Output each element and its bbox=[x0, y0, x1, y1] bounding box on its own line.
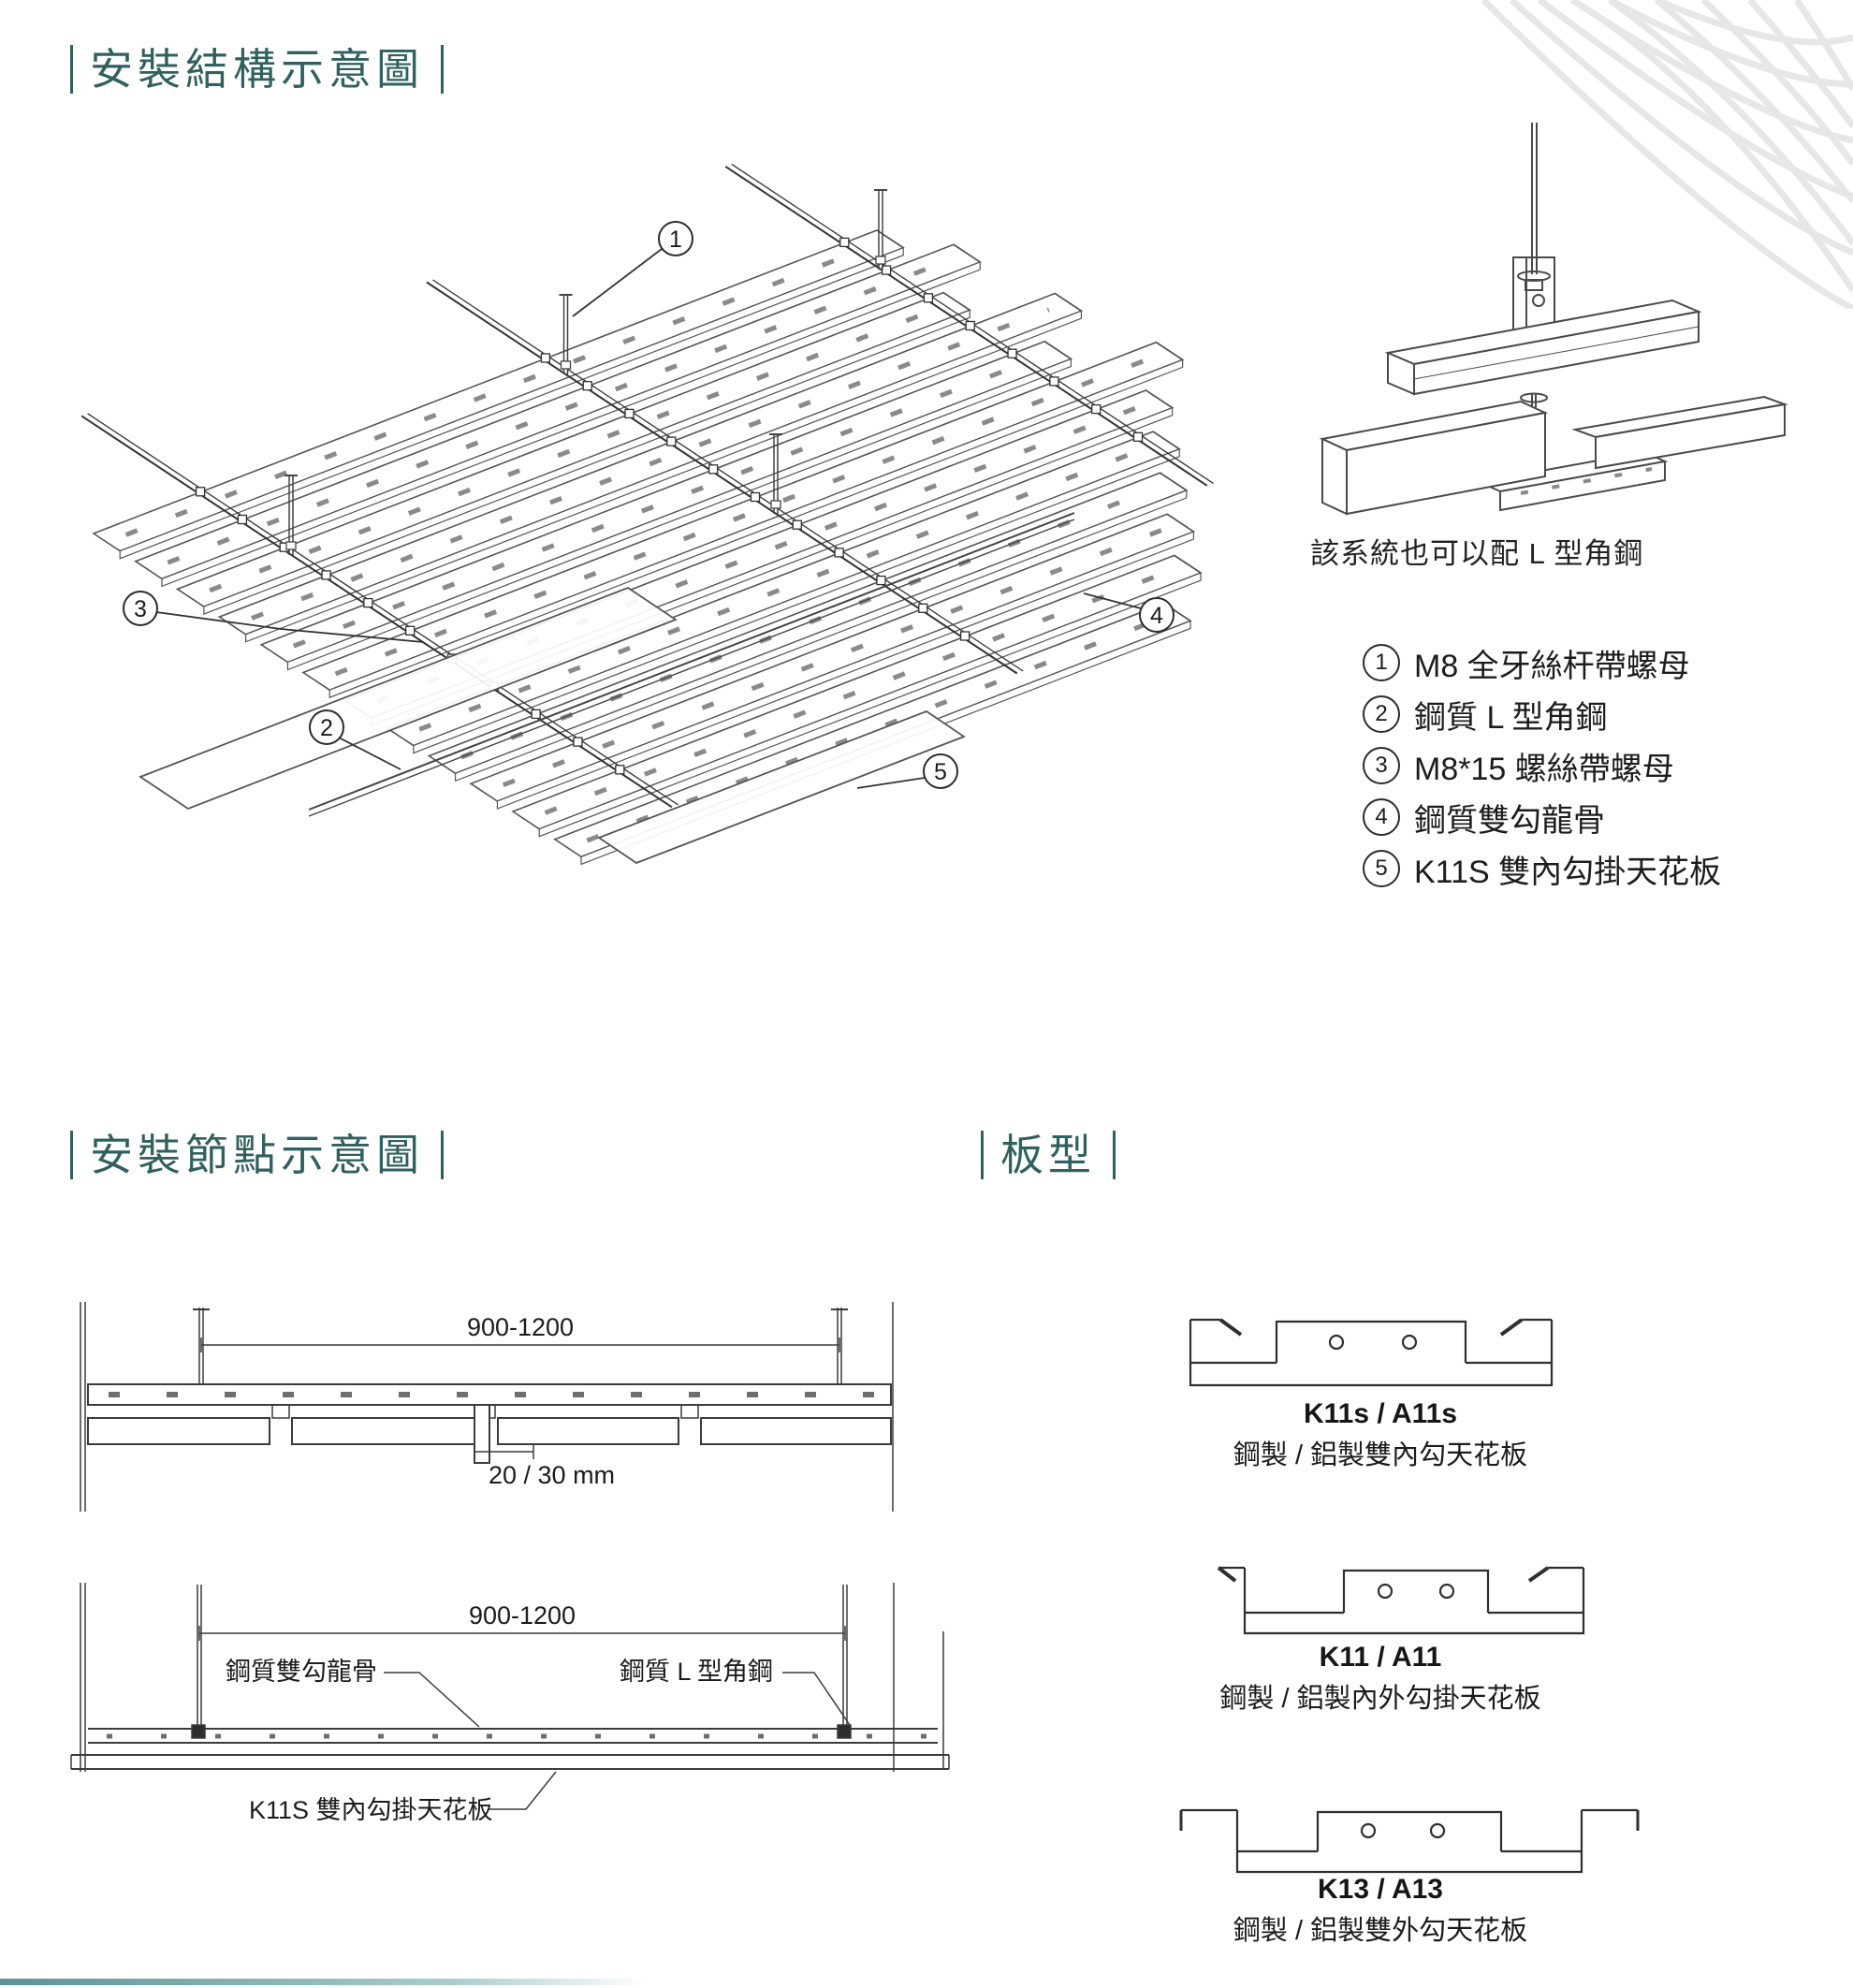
node-title-text: 安裝節點示意圖 bbox=[90, 1131, 424, 1179]
panel-profiles-drawing bbox=[1179, 1318, 1640, 1874]
node2-angle-label: 鋼質 L 型角鋼 bbox=[620, 1658, 773, 1686]
footer-accent-strip bbox=[0, 1979, 646, 1985]
profile-k11s bbox=[1189, 1318, 1554, 1387]
legend-num-3-icon: 3 bbox=[1363, 747, 1400, 784]
callout-1-num: 1 bbox=[669, 227, 682, 253]
node-section-title: 安裝節點示意圖 bbox=[70, 1131, 444, 1179]
profile-3-code: K13 / A13 bbox=[1318, 1874, 1443, 1905]
legend-label-4: 鋼質雙勾龍骨 bbox=[1414, 802, 1605, 839]
legend-num-1-icon: 1 bbox=[1363, 644, 1400, 681]
legend-num-2-icon: 2 bbox=[1363, 695, 1400, 733]
node2-span-dim: 900-1200 bbox=[469, 1601, 576, 1630]
legend-num-5-icon: 5 bbox=[1363, 850, 1400, 887]
callout-3-num: 3 bbox=[134, 596, 147, 622]
parts-legend: 1 M8 全牙絲杆帶螺母 2 鋼質 L 型角鋼 3 M8*15 螺絲帶螺母 4 … bbox=[1363, 644, 1721, 901]
title-bar-left bbox=[70, 45, 73, 94]
title-bar-right bbox=[441, 1131, 444, 1179]
node2-keel-label: 鋼質雙勾龍骨 bbox=[226, 1658, 377, 1686]
legend-item-5: 5 K11S 雙內勾掛天花板 bbox=[1363, 850, 1721, 890]
callout-4-marker: 4 bbox=[1083, 592, 1175, 633]
callout-5-num: 5 bbox=[934, 759, 947, 785]
callout-4-num: 4 bbox=[1150, 603, 1163, 629]
profile-1-code: K11s / A11s bbox=[1303, 1398, 1458, 1429]
legend-item-3: 3 M8*15 螺絲帶螺母 bbox=[1363, 747, 1721, 787]
callout-5-marker: 5 bbox=[856, 753, 958, 789]
profile-1-desc: 鋼製 / 鋁製雙內勾天花板 bbox=[1233, 1440, 1528, 1470]
node2-panel-label: K11S 雙內勾掛天花板 bbox=[249, 1796, 493, 1824]
title-bar-right bbox=[1113, 1131, 1116, 1179]
callout-3-marker: 3 bbox=[123, 591, 424, 643]
node1-span-dim: 900-1200 bbox=[467, 1313, 574, 1341]
panel-title-text: 板型 bbox=[1000, 1131, 1096, 1179]
callout-2-num: 2 bbox=[320, 715, 333, 741]
structure-title-text: 安裝結構示意圖 bbox=[90, 45, 424, 94]
profile-3-desc: 鋼製 / 鋁製雙外勾天花板 bbox=[1233, 1916, 1528, 1946]
iso-grid-lines bbox=[80, 163, 1214, 866]
callout-2-marker: 2 bbox=[309, 709, 401, 770]
corner-mesh-decoration bbox=[1481, 0, 1853, 309]
profile-2-desc: 鋼製 / 鋁製內外勾掛天花板 bbox=[1219, 1684, 1541, 1714]
profile-k11 bbox=[1217, 1566, 1585, 1635]
node-diagram-bottom: 900-1200 鋼質雙勾龍骨 鋼質 L 型角鋼 K11S 雙內勾掛天花板 bbox=[70, 1583, 950, 1824]
node-diagram-top: 900-1200 20 / 30 mm bbox=[80, 1302, 894, 1512]
hanger-detail-drawing bbox=[1319, 123, 1788, 516]
legend-label-5: K11S 雙內勾掛天花板 bbox=[1414, 854, 1722, 890]
legend-item-1: 1 M8 全牙絲杆帶螺母 bbox=[1363, 644, 1721, 684]
legend-item-2: 2 鋼質 L 型角鋼 bbox=[1363, 695, 1721, 736]
panel-section-title: 板型 bbox=[981, 1131, 1116, 1179]
iso-structure-drawing: 1 2 3 4 5 bbox=[80, 163, 1214, 866]
title-bar-left bbox=[981, 1131, 984, 1179]
legend-item-4: 4 鋼質雙勾龍骨 bbox=[1363, 798, 1721, 839]
legend-label-1: M8 全牙絲杆帶螺母 bbox=[1414, 648, 1690, 684]
profile-2-code: K11 / A11 bbox=[1319, 1642, 1442, 1673]
detail-caption: 該系統也可以配 L 型角鋼 bbox=[1310, 537, 1644, 570]
legend-label-3: M8*15 螺絲帶螺母 bbox=[1414, 751, 1674, 787]
node1-offset-dim: 20 / 30 mm bbox=[489, 1461, 615, 1489]
legend-num-4-icon: 4 bbox=[1363, 798, 1400, 836]
legend-label-2: 鋼質 L 型角鋼 bbox=[1414, 699, 1608, 736]
title-bar-right bbox=[441, 45, 444, 94]
structure-section-title: 安裝結構示意圖 bbox=[70, 45, 444, 94]
callout-1-marker: 1 bbox=[572, 221, 693, 317]
title-bar-left bbox=[70, 1131, 73, 1179]
profile-k13 bbox=[1179, 1808, 1640, 1874]
